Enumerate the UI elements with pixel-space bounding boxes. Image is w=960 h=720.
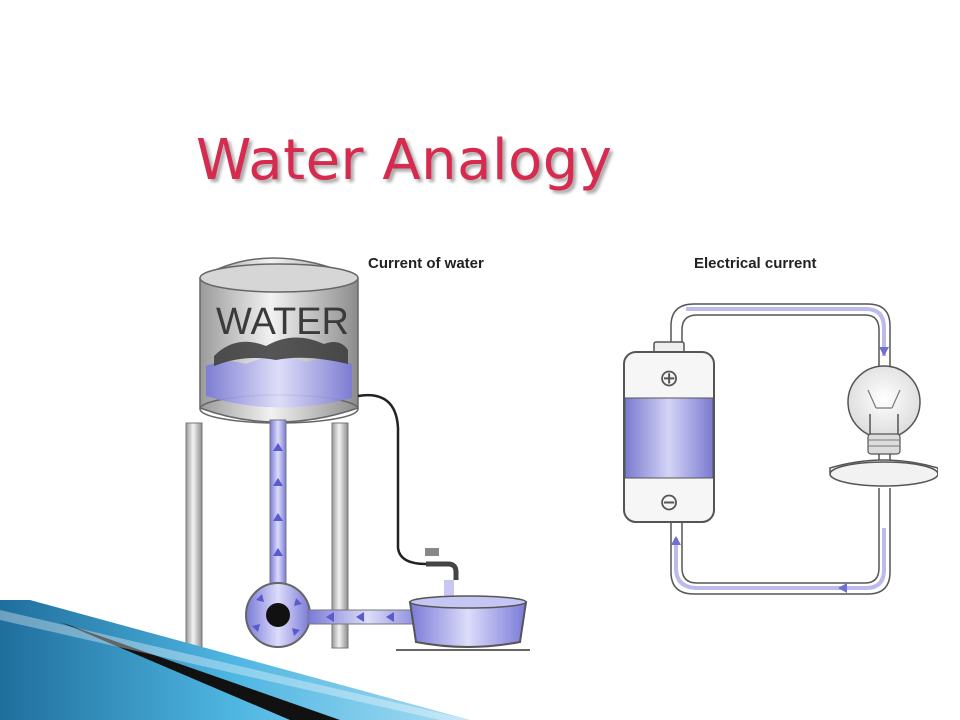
- up-arrow-icon: [671, 536, 681, 545]
- circuit-wire: [670, 303, 891, 595]
- water-tank: WATER: [199, 257, 359, 424]
- outlet-pipe: [357, 393, 459, 608]
- water-stream: [444, 580, 454, 608]
- filament-icon: [867, 389, 901, 409]
- tap-handle: [425, 548, 439, 556]
- water-panel-label: Current of water: [368, 255, 484, 272]
- analogy-figure: Current of water WATER: [126, 238, 938, 654]
- down-pipe: [269, 419, 287, 596]
- battery: ⊕ ⊖: [623, 341, 715, 523]
- tower-legs: [185, 422, 349, 649]
- bulb-base: [829, 461, 938, 487]
- water-basin: [396, 595, 530, 651]
- electric-panel-label: Electrical current: [694, 255, 817, 272]
- blue-swoosh: [0, 600, 470, 720]
- tank-label: WATER: [216, 301, 349, 343]
- pump-impeller: [266, 603, 290, 627]
- bulb-socket: [867, 433, 901, 455]
- slide-title: Water Analogy: [196, 128, 613, 193]
- bulb-glass: [847, 365, 921, 439]
- dark-swoosh: [60, 622, 340, 720]
- left-arrow-icon: [838, 583, 847, 593]
- minus-terminal-icon: ⊖: [659, 488, 679, 516]
- plus-terminal-icon: ⊕: [659, 364, 679, 392]
- light-bulb: [829, 365, 938, 487]
- corner-decoration: [0, 600, 470, 720]
- down-arrow-icon: [879, 347, 889, 356]
- analogy-diagram: Current of water WATER: [185, 255, 938, 651]
